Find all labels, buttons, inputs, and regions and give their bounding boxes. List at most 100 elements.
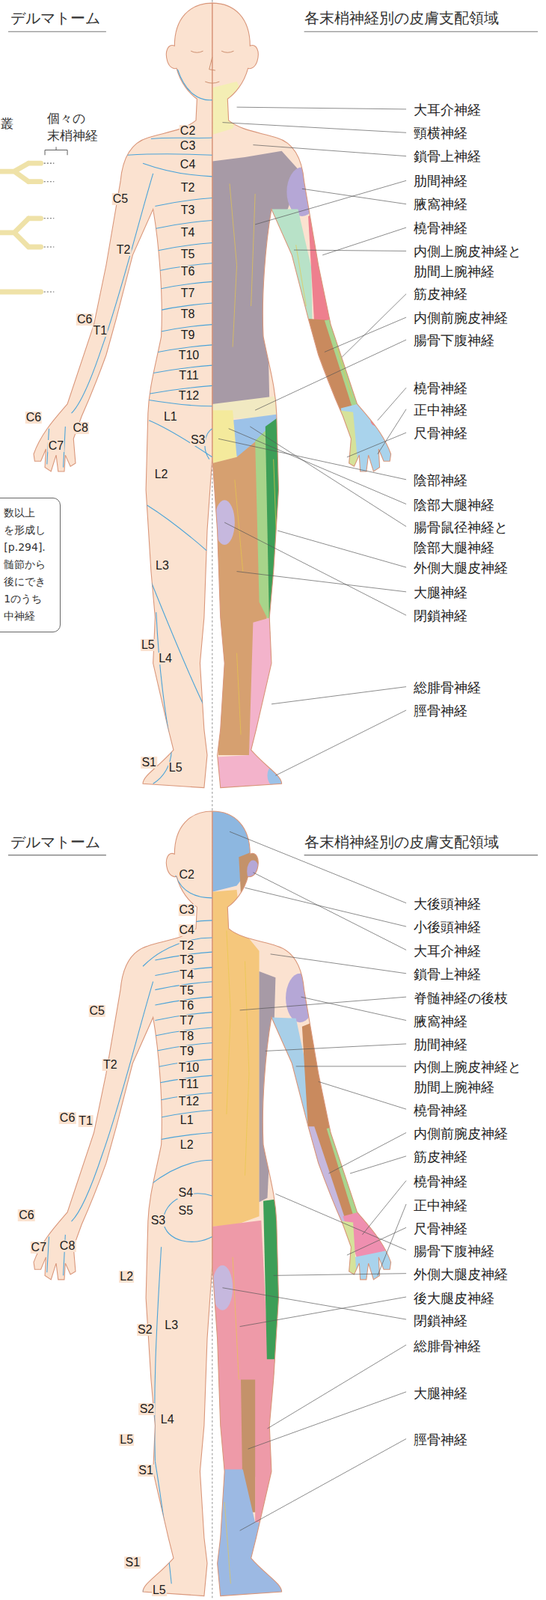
dermatome-label: T2 [102, 1058, 119, 1071]
back-figure-part-part [224, 930, 250, 1584]
front-figure-part [33, 2, 213, 788]
nerve-label: 外側大腿皮神経 [413, 557, 543, 578]
leader-lines-part [249, 426, 407, 527]
dermatome-label: L5 [151, 1583, 167, 1596]
back-figure-part-part [246, 859, 259, 882]
back-figure-part [47, 875, 213, 1594]
leader-lines-part [301, 996, 407, 1020]
back-figure-part-part [304, 1125, 348, 1226]
dermatome-label: T12 [178, 389, 201, 402]
dermatome-label: T4 [178, 968, 195, 981]
nerve-label: 内側上腕皮神経と 肋間上腕神経 [413, 1056, 543, 1097]
nerve-label: 腸骨下腹神経 [413, 329, 543, 351]
dermatome-label: S3 [150, 1213, 167, 1226]
leader-lines-part [218, 438, 407, 480]
dermatome-label: C6 [25, 411, 42, 424]
dermatome-label: T1 [91, 324, 108, 337]
leader-lines-part [273, 1273, 407, 1276]
dermatome-label: T8 [180, 308, 196, 321]
dermatome-label: C3 [179, 139, 196, 152]
back-figure-part-part [140, 1480, 143, 1594]
dermatome-label: S1 [137, 1463, 155, 1476]
leader-lines-part [271, 686, 407, 704]
nerve-label: 鎖骨上神経 [413, 145, 543, 167]
nerve-label: 小後頭神経 [413, 916, 543, 937]
dermatome-label: T6 [178, 999, 195, 1012]
leader-lines-part [350, 1155, 407, 1173]
back-figure-part-part [263, 1197, 286, 1380]
nerve-label: 大後頭神経 [413, 893, 543, 914]
leader-lines-part [275, 709, 407, 775]
dermatome-label: S2 [139, 1402, 156, 1415]
front-figure-part-part [177, 69, 212, 101]
back-figure-part-part [154, 1460, 172, 1584]
back-figure-part-part [142, 937, 213, 966]
leader-lines-part [252, 145, 407, 157]
nerve-label: 内側前腕皮神経 [413, 307, 543, 328]
leader-lines-part [224, 522, 407, 615]
dermatome-label: T1 [77, 1114, 94, 1127]
back-figure-part-part [212, 807, 258, 892]
front-figure-part [212, 2, 392, 788]
front-figure-part-part [335, 409, 360, 480]
dermatome-label: T10 [178, 349, 201, 362]
nerve-label: 橈骨神経 [413, 217, 543, 238]
nerve-label: 内側前腕皮神経 [413, 1122, 543, 1143]
nerve-label: 外側大腿皮神経 [413, 1263, 543, 1284]
nerve-label: 後大腿皮神経 [413, 1287, 543, 1308]
front-figure-part-part [151, 137, 213, 139]
leader-lines-part [293, 249, 407, 251]
leader-lines-part [341, 293, 407, 358]
front-figure-part-part [286, 167, 318, 217]
front-figure-part-part [212, 0, 417, 806]
leader-lines-part [362, 1180, 407, 1235]
dermatome-label: T8 [178, 1029, 195, 1042]
dermatome-label: L2 [154, 468, 170, 481]
front-figure-part-part [156, 611, 172, 750]
dermatome-label: T11 [178, 1077, 199, 1090]
leader-lines [218, 106, 407, 1530]
nerve-label: 腋窩神経 [413, 1010, 543, 1031]
nerve-label: 脛骨神経 [413, 700, 543, 721]
back-figure-part-part [134, 1246, 141, 1481]
nerve-label: 尺骨神経 [413, 1217, 543, 1238]
section-heading: 各末梢神経別の皮膚支配領域 [304, 831, 499, 852]
dermatome-label: C8 [59, 1239, 76, 1252]
leader-lines-part [240, 1438, 407, 1531]
dermatome-label: L5 [118, 1433, 134, 1446]
dermatome-label: L2 [179, 1138, 195, 1151]
leader-lines-part [324, 317, 407, 352]
nerve-label: 尺骨神経 [413, 422, 543, 443]
front-figure-part [33, 2, 213, 788]
nerve-label: 陰部大腿神経 [413, 494, 543, 515]
leader-lines-part [244, 887, 407, 926]
section-heading: デルマトーム [10, 831, 101, 852]
front-figure-part [47, 69, 213, 784]
front-figure-part-part [212, 611, 291, 801]
leader-lines-part [267, 1344, 407, 1428]
leader-lines-part [265, 1043, 407, 1051]
dermatome-label: T10 [178, 1061, 201, 1074]
dermatome-label: S2 [136, 1323, 154, 1336]
heading-rules-part [8, 31, 107, 33]
dermatome-label: T3 [178, 953, 195, 966]
dermatome-label: C5 [112, 192, 129, 205]
front-figure [33, 0, 417, 806]
back-figure-part-part [285, 973, 315, 1022]
dermatome-label: T2 [178, 939, 195, 952]
heading-rules-part [304, 31, 538, 33]
leader-lines-part [377, 409, 407, 455]
nerve-label: 橈骨神経 [413, 377, 543, 398]
nerve-label: 脛骨神経 [413, 1428, 543, 1449]
dermatome-label: T11 [178, 369, 199, 382]
dermatome-label: C6 [59, 1111, 76, 1124]
section-heading: 各末梢神経別の皮膚支配領域 [304, 8, 499, 28]
leader-lines-part [252, 872, 407, 950]
back-figure-part-part [157, 919, 212, 935]
nerve-label: 腸骨鼠径神経と 陰部大腿神経 [413, 516, 543, 558]
front-figure-part-part [71, 173, 154, 413]
dermatome-label: S1 [124, 1555, 142, 1568]
section-heading: デルマトーム [10, 8, 101, 28]
